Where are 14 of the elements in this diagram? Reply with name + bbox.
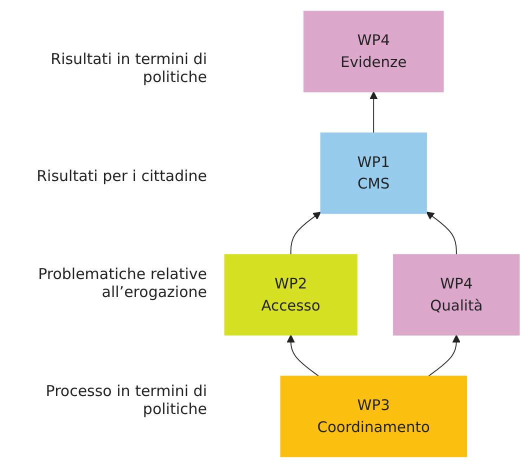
row-label: Risultati per i cittadine: [36, 166, 208, 185]
arrow: [370, 91, 378, 134]
arrow: [428, 334, 460, 377]
row-label: Processo in termini di politiche: [44, 382, 208, 418]
row-label: Problematiche relative all’erogazione: [37, 265, 208, 302]
node-box: WP4 Evidenze: [303, 10, 444, 92]
node-box: WP1 CMS: [320, 132, 427, 214]
node-box: WP3 Coordinamento: [280, 376, 467, 458]
row-label: Risultati in termini di politiche: [50, 50, 208, 86]
node-box: WP2 Accesso: [224, 254, 358, 336]
arrow: [286, 334, 320, 377]
arrow: [290, 212, 322, 256]
arrow: [426, 212, 457, 256]
node-box: WP4 Qualità: [393, 254, 520, 336]
